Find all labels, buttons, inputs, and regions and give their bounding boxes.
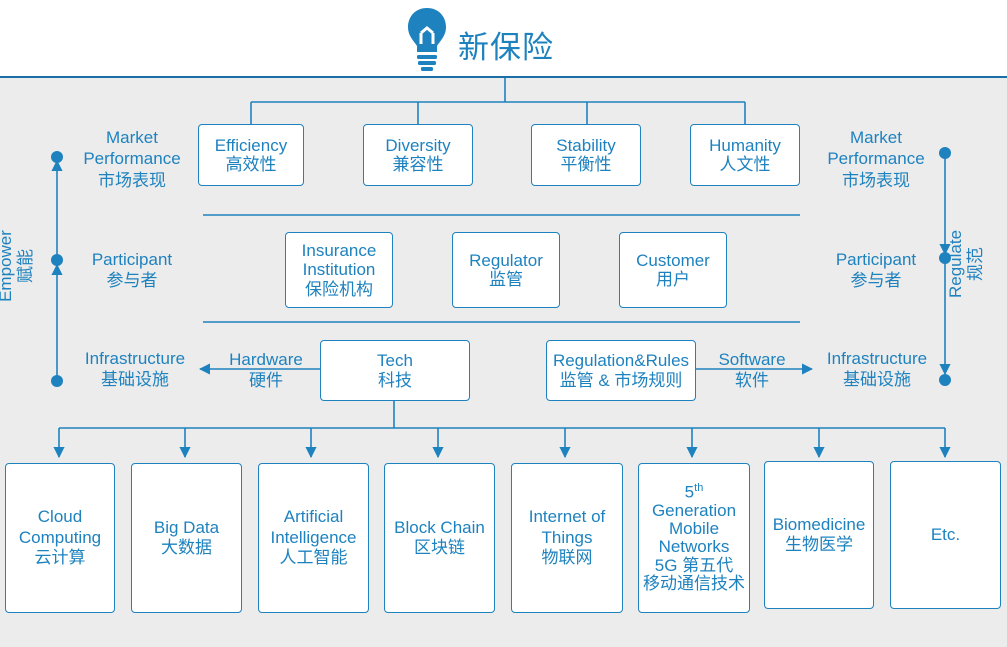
participant-box-customer: Customer 用户	[619, 232, 727, 308]
value-label-zh: 平衡性	[560, 155, 612, 174]
right-infrastructure-label: Infrastructure 基础设施	[814, 348, 940, 391]
participant-label-en: Regulator	[469, 250, 543, 270]
tech-card-line: Block Chain	[394, 517, 485, 537]
participant-label-en: Institution	[302, 260, 376, 280]
ordinal-number: 5	[684, 482, 695, 502]
regulation-label-en: Regulation&Rules	[552, 351, 690, 371]
label-en: Performance	[83, 149, 181, 169]
value-label-en: Efficiency	[214, 135, 288, 155]
tech-card-line: Computing	[18, 527, 102, 547]
tech-card-line: Biomedicine	[772, 514, 866, 534]
tech-card-line: 云计算	[34, 548, 86, 568]
regulation-label-zh: 监管 & 市场规则	[559, 370, 683, 390]
tech-card-artificial-intelligence: Artificial Intelligence 人工智能	[258, 463, 369, 613]
tech-card-line: 5th	[684, 481, 704, 502]
participant-label-zh: 用户	[656, 270, 690, 289]
left-participant-label: Participant 参与者	[72, 249, 192, 292]
participant-label-en: Customer	[636, 250, 710, 270]
label-en: Infrastructure	[826, 349, 928, 368]
participant-label-en: Insurance	[301, 241, 377, 261]
left-infrastructure-label: Infrastructure 基础设施	[72, 348, 198, 391]
hardware-label-en: Hardware	[229, 350, 303, 369]
value-label-en: Humanity	[709, 135, 781, 155]
tech-card-biomedicine: Biomedicine 生物医学	[764, 461, 874, 609]
software-label: Software 软件	[708, 349, 796, 392]
value-box-efficiency: Efficiency 高效性	[198, 124, 304, 186]
tech-label-zh: 科技	[378, 370, 412, 390]
tech-card-line: 区块链	[414, 538, 465, 557]
tech-card-5g: 5th Generation Mobile Networks 5G 第五代 移动…	[638, 463, 750, 613]
left-market-performance-label: Market Performance 市场表现	[72, 127, 192, 191]
tech-card-line: Networks	[658, 537, 730, 557]
tech-card-etc: Etc.	[890, 461, 1001, 609]
label-en: Participant	[91, 250, 173, 269]
label-en: Regulate	[946, 229, 965, 299]
label-zh: 参与者	[106, 271, 158, 291]
tech-card-line: Internet of	[528, 507, 606, 527]
tech-card-line: Cloud	[37, 507, 83, 527]
value-label-en: Stability	[556, 135, 616, 155]
label-en: Performance	[827, 149, 925, 169]
tech-card-line: Intelligence	[270, 527, 357, 547]
label-zh: 基础设施	[101, 370, 169, 390]
software-label-en: Software	[718, 350, 786, 369]
value-label-en: Diversity	[385, 135, 451, 155]
tech-card-line: Things	[541, 527, 593, 547]
label-en: Market	[850, 128, 902, 147]
label-zh: 规范	[965, 247, 985, 281]
label-en: Market	[106, 128, 158, 147]
tech-card-line: 大数据	[161, 538, 212, 557]
tech-box: Tech 科技	[320, 340, 470, 401]
value-box-stability: Stability 平衡性	[531, 124, 641, 186]
participant-label-zh: 保险机构	[305, 279, 373, 299]
tech-label-en: Tech	[377, 351, 413, 371]
software-label-zh: 软件	[735, 371, 769, 391]
value-label-zh: 兼容性	[392, 155, 444, 174]
header-divider	[0, 76, 1007, 78]
tech-card-big-data: Big Data 大数据	[131, 463, 242, 613]
label-zh: 市场表现	[842, 170, 910, 190]
tech-card-line: 物联网	[541, 548, 593, 568]
tech-card-line: 生物医学	[785, 535, 853, 554]
ordinal-suffix: th	[694, 481, 704, 494]
value-box-humanity: Humanity 人文性	[690, 124, 800, 186]
participant-box-insurance-institution: Insurance Institution 保险机构	[285, 232, 393, 308]
hardware-label: Hardware 硬件	[222, 349, 310, 392]
tech-card-line: 移动通信技术	[643, 574, 745, 594]
tech-card-line: 5G 第五代	[654, 555, 734, 575]
value-box-diversity: Diversity 兼容性	[363, 124, 473, 186]
label-en: Infrastructure	[84, 349, 186, 368]
regulate-label: Regulate 规范	[946, 222, 986, 306]
tech-card-line: Generation	[651, 500, 737, 520]
tech-card-block-chain: Block Chain 区块链	[384, 463, 495, 613]
value-label-zh: 高效性	[225, 155, 277, 174]
label-zh: 赋能	[15, 249, 35, 283]
tech-card-line: Mobile	[668, 518, 720, 538]
tech-card-cloud-computing: Cloud Computing 云计算	[5, 463, 115, 613]
tech-card-line: Big Data	[153, 517, 220, 537]
empower-label: Empower 赋能	[0, 220, 36, 312]
value-label-zh: 人文性	[719, 155, 771, 174]
right-market-performance-label: Market Performance 市场表现	[816, 127, 936, 191]
label-zh: 市场表现	[98, 170, 166, 190]
label-zh: 基础设施	[843, 370, 911, 390]
participant-label-zh: 监管	[489, 270, 523, 289]
right-participant-label: Participant 参与者	[816, 249, 936, 292]
participant-box-regulator: Regulator 监管	[452, 232, 560, 308]
label-en: Participant	[835, 250, 917, 269]
tech-card-internet-of-things: Internet of Things 物联网	[511, 463, 623, 613]
label-zh: 参与者	[850, 271, 902, 291]
label-en: Empower	[0, 230, 15, 302]
hardware-label-zh: 硬件	[249, 371, 283, 391]
lightbulb-icon	[408, 8, 446, 71]
page-title: 新保险	[458, 30, 554, 65]
regulation-rules-box: Regulation&Rules 监管 & 市场规则	[546, 340, 696, 401]
tech-card-line: 人工智能	[279, 548, 348, 568]
tech-card-line: Artificial	[283, 507, 344, 527]
tech-card-line: Etc.	[930, 524, 961, 544]
